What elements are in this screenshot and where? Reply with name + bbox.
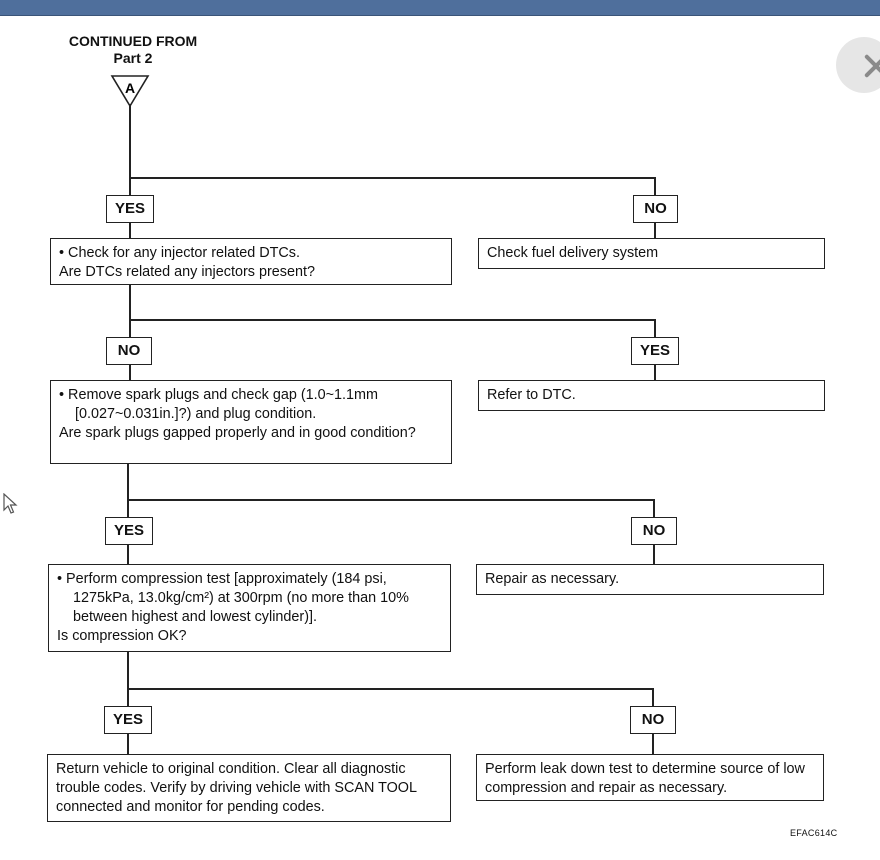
fuel-delivery-box: Check fuel delivery system <box>478 238 825 269</box>
check-text: Check for any injector related DTCs. <box>68 245 300 261</box>
flow-line <box>129 285 131 337</box>
check-question: Are DTCs related any injectors present? <box>59 264 315 280</box>
flow-line <box>653 499 655 517</box>
flow-line <box>127 545 129 564</box>
flow-line <box>652 734 654 754</box>
flow-line <box>654 319 656 337</box>
continued-from-line1: CONTINUED FROM <box>68 33 198 49</box>
flow-line <box>127 688 653 690</box>
flow-line <box>652 688 654 706</box>
action-text: Refer to DTC. <box>487 387 576 403</box>
flow-line <box>654 177 656 195</box>
leak-down-test-box: Perform leak down test to determine sour… <box>476 754 824 801</box>
yes-label: YES <box>104 706 152 734</box>
continued-from-line2: Part 2 <box>113 50 153 66</box>
action-text: Return vehicle to original condition. Cl… <box>56 761 417 815</box>
action-text: Perform leak down test to determine sour… <box>485 761 805 796</box>
flow-line <box>653 545 655 564</box>
flow-line <box>654 364 656 380</box>
flow-line <box>127 499 654 501</box>
no-label: NO <box>106 337 152 365</box>
flow-line <box>129 177 655 179</box>
flow-line <box>129 222 131 238</box>
spark-plug-check-box: • Remove spark plugs and check gap (1.0~… <box>50 380 452 464</box>
yes-label: YES <box>631 337 679 365</box>
return-vehicle-box: Return vehicle to original condition. Cl… <box>47 754 451 822</box>
injector-dtc-check-box: • Check for any injector related DTCs. A… <box>50 238 452 285</box>
check-bullet: • Remove spark plugs and check gap (1.0~… <box>59 387 379 422</box>
close-button[interactable] <box>836 37 880 93</box>
compression-test-box: • Perform compression test [approximatel… <box>48 564 451 652</box>
window-title-bar <box>0 0 880 16</box>
flow-line <box>654 222 656 238</box>
no-label: NO <box>630 706 676 734</box>
refer-to-dtc-box: Refer to DTC. <box>478 380 825 411</box>
continued-from-label: CONTINUED FROM Part 2 <box>48 33 218 67</box>
check-question: Is compression OK? <box>57 628 187 644</box>
no-label: NO <box>631 517 677 545</box>
repair-box: Repair as necessary. <box>476 564 824 595</box>
yes-label: YES <box>105 517 153 545</box>
check-text: Remove spark plugs and check gap (1.0~1.… <box>68 387 379 422</box>
connector-label: A <box>125 80 135 96</box>
flow-line <box>129 364 131 380</box>
flow-line <box>129 319 655 321</box>
flow-line <box>127 734 129 754</box>
figure-code: EFAC614C <box>790 828 838 838</box>
check-bullet: • Check for any injector related DTCs. <box>59 245 300 261</box>
check-text: Perform compression test [approximately … <box>66 571 409 625</box>
action-text: Repair as necessary. <box>485 571 620 587</box>
check-bullet: • Perform compression test [approximatel… <box>57 571 409 625</box>
flow-line <box>129 104 131 195</box>
yes-label: YES <box>106 195 154 223</box>
action-text: Check fuel delivery system <box>487 245 659 261</box>
no-label: NO <box>633 195 678 223</box>
connector-a-triangle: A <box>110 75 150 108</box>
flow-line <box>127 463 129 517</box>
check-question: Are spark plugs gapped properly and in g… <box>59 425 416 441</box>
flow-line <box>127 651 129 706</box>
mouse-pointer-icon <box>3 493 18 514</box>
